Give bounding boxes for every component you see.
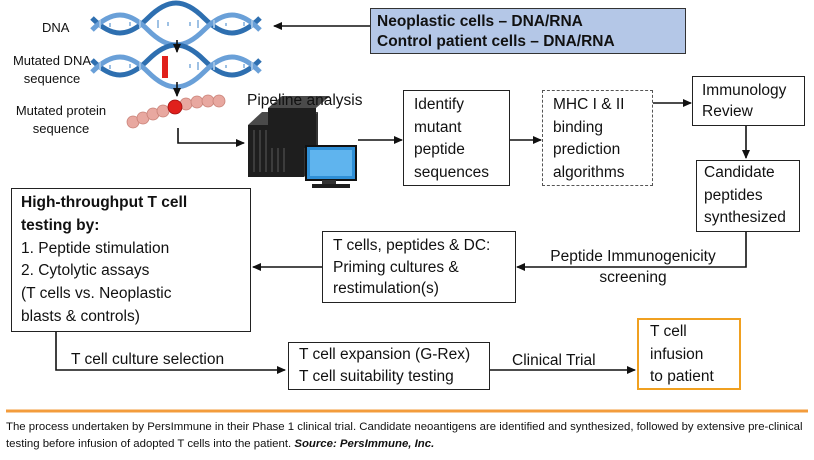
mhc-line-3: prediction [553, 141, 621, 158]
label-dna: DNA [42, 20, 70, 35]
priming-cultures-box: T cells, peptides & DC: Priming cultures… [322, 231, 516, 303]
peptide-screening-line-1: Peptide Immunogenicity [550, 248, 716, 265]
htp-item-4: blasts & controls) [21, 307, 140, 325]
mhc-line-1: MHC I & II [553, 96, 625, 113]
t-cell-infusion-box: T cell infusion to patient [637, 318, 741, 390]
expansion-line-2: T cell suitability testing [299, 367, 454, 385]
source-line-2: Control patient cells – DNA/RNA [377, 33, 615, 50]
mhc-line-4: algorithms [553, 163, 625, 181]
computer-server-icon [248, 96, 357, 188]
label-mutated-dna-line1: Mutated DNA [12, 53, 92, 68]
candidate-line-3: synthesized [704, 209, 786, 226]
mhc-line-2: binding [553, 118, 603, 136]
figure-caption: The process undertaken by PersImmune in … [6, 419, 806, 453]
priming-line-1: T cells, peptides & DC: [333, 237, 491, 254]
expansion-line-1: T cell expansion (G-Rex) [299, 346, 471, 363]
dna-helix-icon [90, 0, 262, 48]
label-mutated-protein-line2: sequence [32, 121, 90, 136]
source-cells-box: Neoplastic cells – DNA/RNA Control patie… [370, 8, 686, 54]
label-peptide-screening: Peptide Immunogenicity screening [531, 246, 735, 288]
infusion-line-1: T cell [650, 323, 687, 340]
label-mutated-protein-line1: Mutated protein [15, 103, 107, 118]
label-mutated-dna: Mutated DNA sequence [10, 52, 94, 88]
caption-text: The process undertaken by PersImmune in … [6, 421, 803, 450]
immunology-line-2: Review [702, 103, 753, 120]
candidate-line-1: Candidate [704, 164, 775, 181]
priming-line-3: restimulation(s) [333, 280, 439, 297]
htp-item-3: (T cells vs. Neoplastic [21, 285, 172, 303]
label-pipeline-analysis: Pipeline analysis [247, 92, 363, 109]
mhc-prediction-box: MHC I & II binding prediction algorithms [542, 90, 653, 186]
infusion-line-3: to patient [650, 368, 714, 385]
immunology-review-box: Immunology Review [692, 76, 805, 126]
t-cell-expansion-box: T cell expansion (G-Rex) T cell suitabil… [288, 342, 490, 390]
high-throughput-testing-box: High-throughput T cell testing by: 1. Pe… [11, 188, 251, 332]
mutation-marker [162, 56, 168, 78]
priming-line-2: Priming cultures & [333, 258, 459, 276]
identify-peptides-box: Identify mutant peptide sequences [403, 90, 510, 186]
htp-title-line-1: High-throughput T cell [21, 194, 188, 211]
htp-item-2: 2. Cytolytic assays [21, 262, 150, 280]
identify-line-3: peptide [414, 141, 465, 158]
label-mutated-protein: Mutated protein sequence [5, 102, 117, 138]
infusion-line-2: infusion [650, 345, 704, 363]
identify-line-1: Identify [414, 96, 464, 113]
protein-bead-chain-icon [126, 94, 226, 129]
htp-title-line-2: testing by: [21, 216, 100, 234]
caption-source: Source: PersImmune, Inc. [294, 438, 435, 450]
source-line-1: Neoplastic cells – DNA/RNA [377, 13, 583, 30]
label-t-cell-culture-selection: T cell culture selection [71, 351, 225, 368]
candidate-line-2: peptides [704, 186, 763, 204]
label-clinical-trial: Clinical Trial [512, 352, 596, 369]
identify-line-2: mutant [414, 118, 462, 136]
label-mutated-dna-line2: sequence [23, 71, 81, 86]
mutated-dna-helix-icon [90, 42, 262, 90]
immunology-line-1: Immunology [702, 82, 787, 99]
candidate-peptides-box: Candidate peptides synthesized [696, 160, 800, 232]
htp-item-1: 1. Peptide stimulation [21, 239, 170, 257]
peptide-screening-line-2: screening [599, 269, 667, 286]
identify-line-4: sequences [414, 163, 489, 181]
